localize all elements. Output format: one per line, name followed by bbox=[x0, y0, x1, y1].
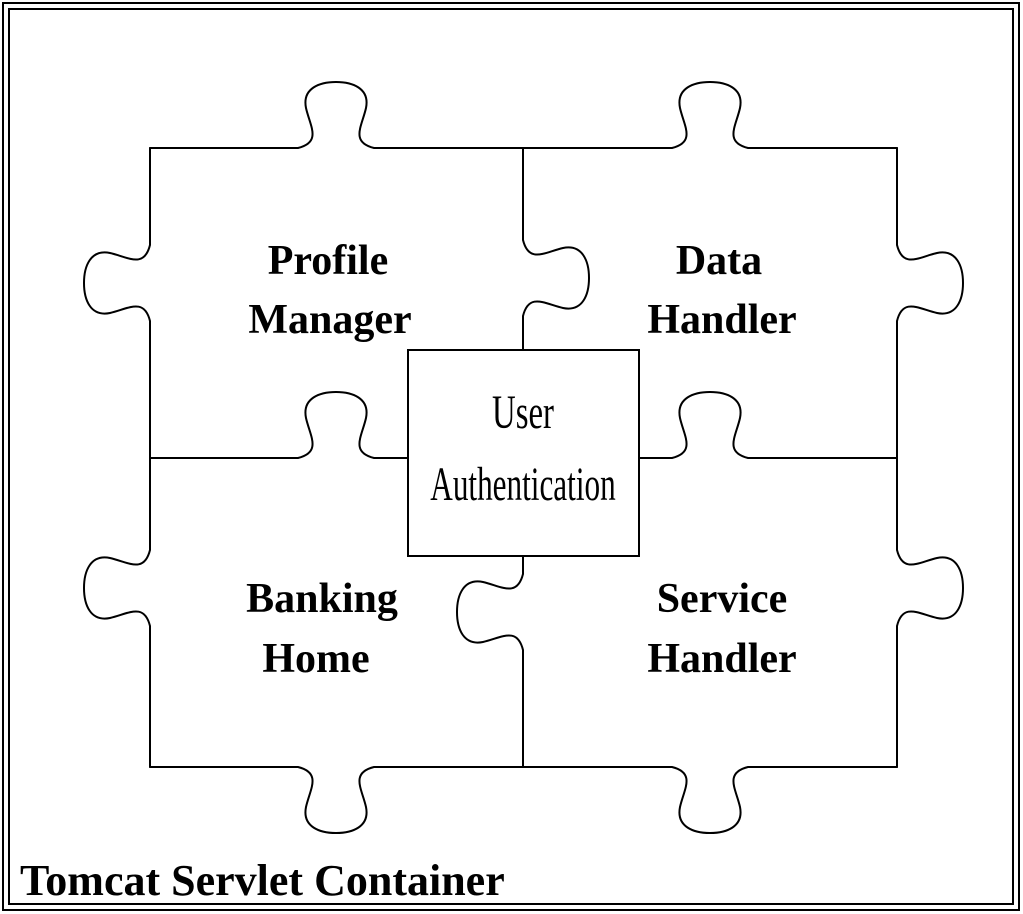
top-edge bbox=[149, 81, 898, 149]
profile-manager-label-line2: Manager bbox=[248, 297, 411, 343]
service-handler-label-line2: Handler bbox=[647, 636, 796, 682]
data-handler-label-line1: Data bbox=[676, 238, 762, 284]
divider-left-horizontal bbox=[149, 391, 409, 459]
container-label: Tomcat Servlet Container bbox=[20, 856, 505, 905]
data-handler-label-line2: Handler bbox=[647, 297, 796, 343]
divider-right-horizontal bbox=[638, 391, 898, 459]
divider-top-vertical bbox=[522, 147, 590, 351]
user-authentication-label-line2: Authentication bbox=[430, 458, 615, 511]
banking-home-label-line1: Banking bbox=[246, 576, 398, 622]
banking-home-label-line2: Home bbox=[262, 636, 369, 682]
user-authentication-box bbox=[407, 349, 640, 557]
left-edge bbox=[83, 147, 151, 768]
divider-bottom-vertical bbox=[456, 555, 524, 768]
container-border-inner bbox=[8, 8, 1014, 905]
puzzle-outline bbox=[83, 81, 964, 834]
right-edge bbox=[896, 147, 964, 768]
profile-manager-label-line1: Profile bbox=[268, 238, 389, 284]
user-authentication-label-line1: User bbox=[492, 386, 554, 438]
service-handler-label-line1: Service bbox=[657, 576, 788, 622]
bottom-edge bbox=[149, 766, 898, 834]
